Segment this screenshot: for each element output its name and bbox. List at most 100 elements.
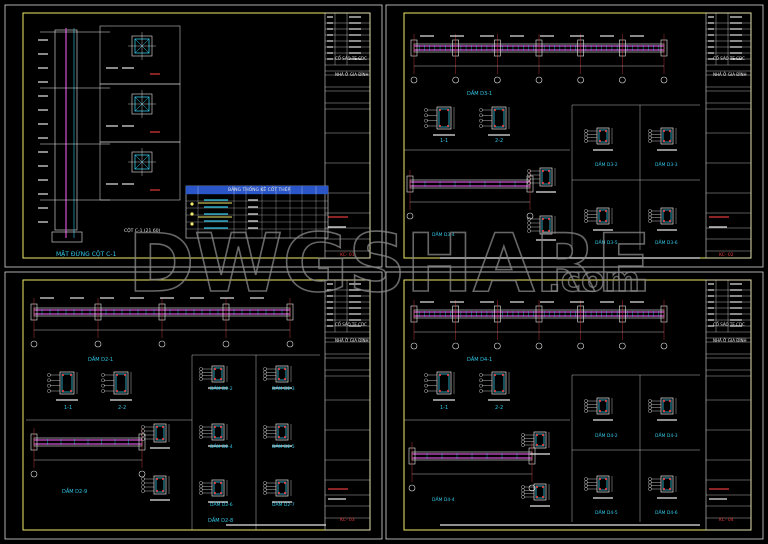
sheet2-d4-label: DẦM D3-4 bbox=[432, 230, 455, 238]
leader-bubble bbox=[47, 378, 51, 383]
table-header bbox=[185, 185, 329, 195]
rebar-dot bbox=[493, 373, 497, 377]
rebar-dot bbox=[541, 443, 545, 447]
leader-bubble bbox=[527, 173, 531, 177]
sheet1-section-label: CỘT C-1 (21 60) bbox=[124, 227, 161, 234]
rebar-dot bbox=[115, 373, 119, 377]
leader-bubble bbox=[527, 181, 531, 185]
rebar-dot bbox=[662, 129, 666, 133]
sheet4-d1-label: DẦM D4-1 bbox=[467, 355, 492, 363]
rebar-dot bbox=[283, 435, 287, 439]
rebar-dot bbox=[501, 124, 505, 128]
grid-bubble bbox=[286, 340, 294, 348]
grid-bubble bbox=[619, 76, 626, 84]
section-outline bbox=[436, 371, 452, 395]
section-stirrup bbox=[277, 481, 287, 495]
leader-bubble bbox=[424, 124, 428, 128]
leader-bubble bbox=[199, 435, 203, 439]
leader-bubble bbox=[141, 481, 145, 485]
sheet4-d4-label: DẦM D4-4 bbox=[432, 495, 455, 503]
sheet3-d7-label: DẦM D2-7 bbox=[272, 500, 295, 508]
grid-bubble bbox=[406, 212, 414, 220]
rebar-dot bbox=[547, 229, 551, 233]
rebar-dot bbox=[604, 409, 608, 413]
rebar-dot bbox=[668, 477, 672, 481]
sheet3-owner-name: NHÀ Ở GIA ĐÌNH bbox=[335, 338, 369, 343]
sheet3-number: KC- 03 bbox=[340, 517, 355, 523]
rebar-dot bbox=[662, 219, 666, 223]
leader-bubble bbox=[47, 373, 51, 377]
leader-bubble bbox=[263, 435, 267, 439]
leader-bubble bbox=[263, 377, 267, 381]
rebar-dot bbox=[219, 377, 223, 381]
section-outline bbox=[539, 215, 553, 235]
rebar-dot bbox=[123, 373, 127, 377]
rebar-dot bbox=[438, 108, 442, 112]
sheet2-sec11-label: 1-1 bbox=[440, 138, 448, 144]
sheet1-table-title: BẢNG THỐNG KÊ CỐT THÉP bbox=[228, 185, 290, 193]
rebar-dot bbox=[541, 217, 545, 221]
section-stirrup bbox=[662, 209, 672, 223]
rebar-dot bbox=[219, 435, 223, 439]
section-outline bbox=[660, 127, 674, 145]
leader-bubble bbox=[479, 373, 483, 377]
rebar-dot bbox=[662, 209, 666, 213]
rebar-dot bbox=[213, 377, 217, 381]
sheet4-d5-label: DẦM D4-5 bbox=[595, 508, 618, 516]
section-outline bbox=[436, 106, 452, 130]
sheet3-d1-label: DẦM D2-1 bbox=[88, 355, 113, 363]
section-stirrup bbox=[535, 433, 545, 447]
rebar-dot bbox=[446, 373, 450, 377]
rebar-dot bbox=[535, 443, 539, 447]
rebar-dot bbox=[535, 433, 539, 437]
rebar-dot bbox=[213, 435, 217, 439]
leader-bubble bbox=[479, 383, 483, 388]
grid-bubble bbox=[494, 342, 501, 350]
section-outline bbox=[59, 371, 75, 395]
sheet1-owner-name: NHÀ Ở GIA ĐÌNH bbox=[335, 72, 369, 77]
section-stirrup bbox=[598, 477, 608, 491]
rebar-dot bbox=[662, 139, 666, 143]
rebar-dot bbox=[161, 489, 165, 493]
sheet4-owner-name: NHÀ Ở GIA ĐÌNH bbox=[713, 338, 747, 343]
grid-bubble bbox=[535, 342, 543, 350]
rebar-dot bbox=[213, 491, 217, 495]
rebar-dot bbox=[155, 437, 159, 441]
leader-bubble bbox=[527, 177, 531, 181]
rebar-dot bbox=[541, 433, 545, 437]
rebar-dot bbox=[547, 181, 551, 185]
leader-bubble bbox=[424, 383, 428, 388]
leader-bubble bbox=[584, 409, 588, 413]
rebar-dot bbox=[541, 229, 545, 233]
rebar-dot bbox=[155, 425, 159, 429]
sheet3-d4-label: DẦM D2-4 bbox=[210, 442, 233, 450]
sheet3-d5-label: DẦM D2-5 bbox=[272, 442, 295, 450]
grid-bubble bbox=[452, 76, 459, 84]
grid-bubble bbox=[535, 76, 543, 84]
leader-bubble bbox=[141, 489, 145, 493]
rebar-dot bbox=[501, 389, 505, 393]
grid-bubble bbox=[660, 342, 668, 350]
section-outline bbox=[533, 483, 547, 501]
rebar-dot bbox=[69, 373, 73, 377]
watermark: DWGSHARE .com bbox=[127, 216, 652, 311]
rebar-dot bbox=[283, 481, 287, 485]
section-outline bbox=[153, 423, 167, 443]
sheet3-sec11-label: 1-1 bbox=[64, 405, 72, 411]
leader-bubble bbox=[141, 485, 145, 489]
rebar-dot bbox=[277, 377, 281, 381]
section-stirrup bbox=[115, 373, 127, 393]
rebar-dot bbox=[277, 425, 281, 429]
section-stirrup bbox=[541, 217, 551, 233]
rebar-dot bbox=[604, 219, 608, 223]
sheet2-number: KC- 02 bbox=[719, 252, 734, 258]
rebar-dot bbox=[598, 399, 602, 403]
rebar-dot bbox=[277, 435, 281, 439]
section-stirrup bbox=[662, 399, 672, 413]
section-group-box bbox=[99, 141, 181, 201]
footing bbox=[51, 231, 83, 243]
sheet2-sec22-label: 2-2 bbox=[495, 138, 503, 144]
sheet4-sec22-label: 2-2 bbox=[495, 405, 503, 411]
rebar-dot bbox=[541, 181, 545, 185]
sheet-outer-frame bbox=[4, 271, 383, 540]
